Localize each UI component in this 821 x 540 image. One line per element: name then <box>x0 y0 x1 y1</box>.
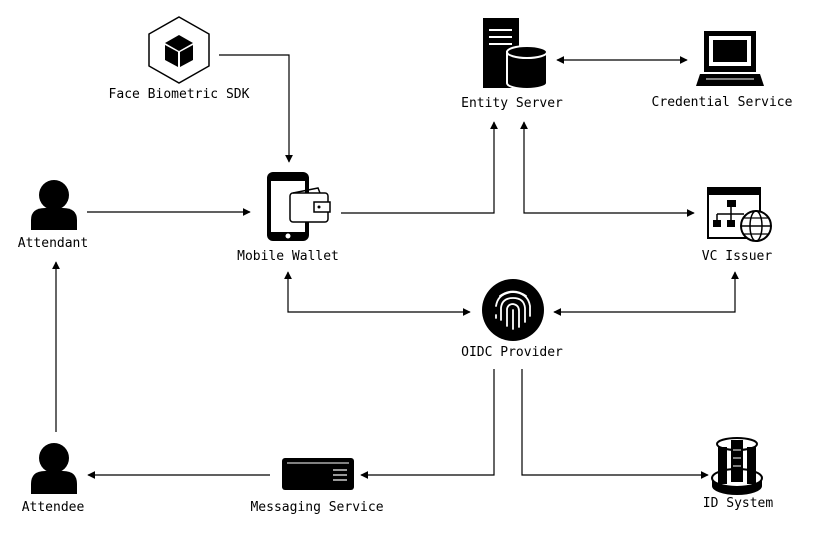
edge-oidc-provider-to-id-system <box>521 369 709 479</box>
node-vc-issuer: VC Issuer <box>702 187 773 264</box>
node-attendee: Attendee <box>22 443 85 515</box>
cube-icon <box>148 16 210 84</box>
entity-server-label: Entity Server <box>461 96 563 111</box>
node-id-system: ID System <box>703 437 774 511</box>
phone-wallet-icon <box>267 172 331 241</box>
credential-service-label: Credential Service <box>652 95 793 110</box>
id-system-label: ID System <box>703 496 774 511</box>
mobile-wallet-label: Mobile Wallet <box>237 249 339 264</box>
oidc-provider-label: OIDC Provider <box>461 345 563 360</box>
server-rack-icon <box>282 458 354 490</box>
server-database-icon <box>483 18 548 90</box>
node-face-biometric-sdk: Face Biometric SDK <box>109 16 250 102</box>
messaging-service-label: Messaging Service <box>250 500 383 515</box>
desktop-computer-icon <box>696 31 764 86</box>
fingerprint-icon <box>482 279 544 341</box>
face-biometric-sdk-label: Face Biometric SDK <box>109 87 250 102</box>
person-icon <box>31 443 77 494</box>
edge-mobile-wallet-to-entity-server <box>341 121 498 214</box>
edges <box>52 54 739 479</box>
attendant-label: Attendant <box>18 236 88 251</box>
edge-mobile-wallet-oidc-provider <box>284 271 471 316</box>
person-icon <box>31 180 77 230</box>
node-oidc-provider: OIDC Provider <box>461 279 563 360</box>
edge-oidc-provider-vc-issuer <box>553 271 739 316</box>
node-attendant: Attendant <box>18 180 88 251</box>
edge-face-sdk-to-mobile-wallet <box>219 54 293 163</box>
vc-issuer-label: VC Issuer <box>702 249 773 264</box>
node-messaging-service: Messaging Service <box>250 458 384 515</box>
node-entity-server: Entity Server <box>461 18 563 111</box>
sitemap-globe-icon <box>707 187 772 242</box>
attendee-label: Attendee <box>22 500 85 515</box>
node-credential-service: Credential Service <box>652 31 793 110</box>
edge-oidc-provider-to-messaging-service <box>360 369 495 479</box>
edge-entity-server-vc-issuer <box>520 121 695 217</box>
node-mobile-wallet: Mobile Wallet <box>237 172 339 264</box>
datacenter-icon <box>711 437 763 495</box>
